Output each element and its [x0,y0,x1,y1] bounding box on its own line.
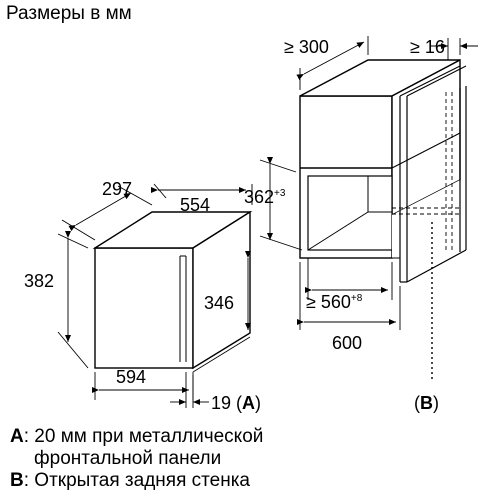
cabinet-min-gap-label: ≥ 16 [410,37,445,57]
cabinet-min-width-label: ≥ 560+8 [306,292,363,312]
microwave-width-label: 554 [180,195,211,215]
microwave-side [193,212,250,368]
microwave-front [94,247,194,369]
cabinet-min-depth-label: ≥ 300 [284,37,329,57]
cabinet-height-label: 362+3 [244,187,286,207]
microwave-height-label: 382 [24,271,55,291]
note-a-line-2: фронтальной панели [34,447,222,469]
microwave-drawing [95,212,250,372]
cabinet-drawing [299,60,466,282]
note-a-key: A [10,426,24,447]
note-a: A: 20 мм при металлической фронтальной п… [10,426,263,470]
diagram-title: Размеры в мм [6,3,132,24]
note-b-line-1: : Открытая задняя стенка [23,470,250,491]
ref-a-label: A [242,393,256,413]
note-b: B: Открытая задняя стенка [10,470,250,492]
microwave-depth-label: 297 [102,179,133,199]
note-b-key: B [10,470,24,491]
microwave-inner-height-label: 346 [204,293,235,313]
microwave-bottom-width-label: 594 [116,367,147,387]
cabinet-width-label: 600 [332,333,363,353]
cabinet-dimensions [260,36,478,330]
cabinet-hidden-lines [392,92,460,252]
cabinet-min-width-tolerance: +8 [350,293,363,304]
note-a-line-1: : 20 мм при металлической [23,426,264,447]
microwave-dimensions [58,184,252,408]
door-offset-label: 19 (A) [211,393,262,413]
ref-b-label: (B) [414,393,439,413]
cabinet-height-tolerance: +3 [274,188,286,199]
